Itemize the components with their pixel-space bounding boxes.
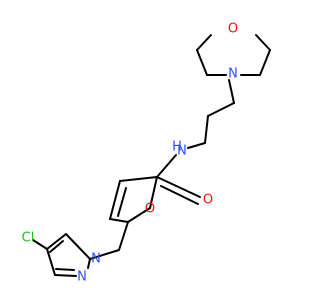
bond bbox=[228, 79, 235, 104]
bonds bbox=[32, 34, 271, 277]
bond bbox=[156, 176, 201, 198]
bond bbox=[259, 49, 271, 76]
bond bbox=[127, 207, 151, 223]
bond bbox=[255, 34, 271, 51]
bond bbox=[54, 274, 77, 277]
bond bbox=[196, 34, 212, 51]
bond bbox=[109, 218, 129, 223]
bond bbox=[49, 240, 64, 253]
bond bbox=[149, 176, 158, 209]
atom-label-cl: Cl bbox=[22, 231, 35, 246]
atom-label-o-carbonyl: O bbox=[203, 193, 213, 208]
bond bbox=[118, 221, 129, 251]
bond bbox=[109, 180, 121, 220]
bond bbox=[65, 233, 91, 260]
molecule-svg: O N H N O O Cl N N bbox=[22, 22, 271, 285]
bond bbox=[55, 268, 75, 271]
bond bbox=[89, 249, 120, 260]
atom-labels: O N H N O O Cl N N bbox=[22, 22, 238, 285]
atom-label-n-pyrazole-2: N bbox=[77, 270, 87, 285]
atom-label-o-morpholine: O bbox=[228, 22, 238, 37]
atom-label-n-pyrazole-1: N bbox=[91, 252, 101, 267]
bond bbox=[119, 176, 158, 182]
bond bbox=[187, 142, 206, 149]
bond bbox=[156, 154, 177, 178]
bond bbox=[196, 49, 208, 76]
bond bbox=[46, 248, 56, 276]
bond bbox=[204, 115, 209, 144]
bond bbox=[32, 239, 48, 250]
atom-label-n-morpholine: N bbox=[228, 67, 238, 82]
bond bbox=[87, 258, 91, 269]
atom-label-o-furan: O bbox=[145, 202, 155, 217]
bond bbox=[160, 185, 199, 205]
atom-label-h-amide: H bbox=[172, 140, 182, 155]
molecule-structure-diagram: O N H N O O Cl N N bbox=[22, 22, 271, 285]
bond bbox=[117, 187, 127, 217]
bond bbox=[46, 233, 67, 250]
bond bbox=[207, 102, 235, 117]
atom-label-n-amide: N bbox=[177, 144, 187, 159]
